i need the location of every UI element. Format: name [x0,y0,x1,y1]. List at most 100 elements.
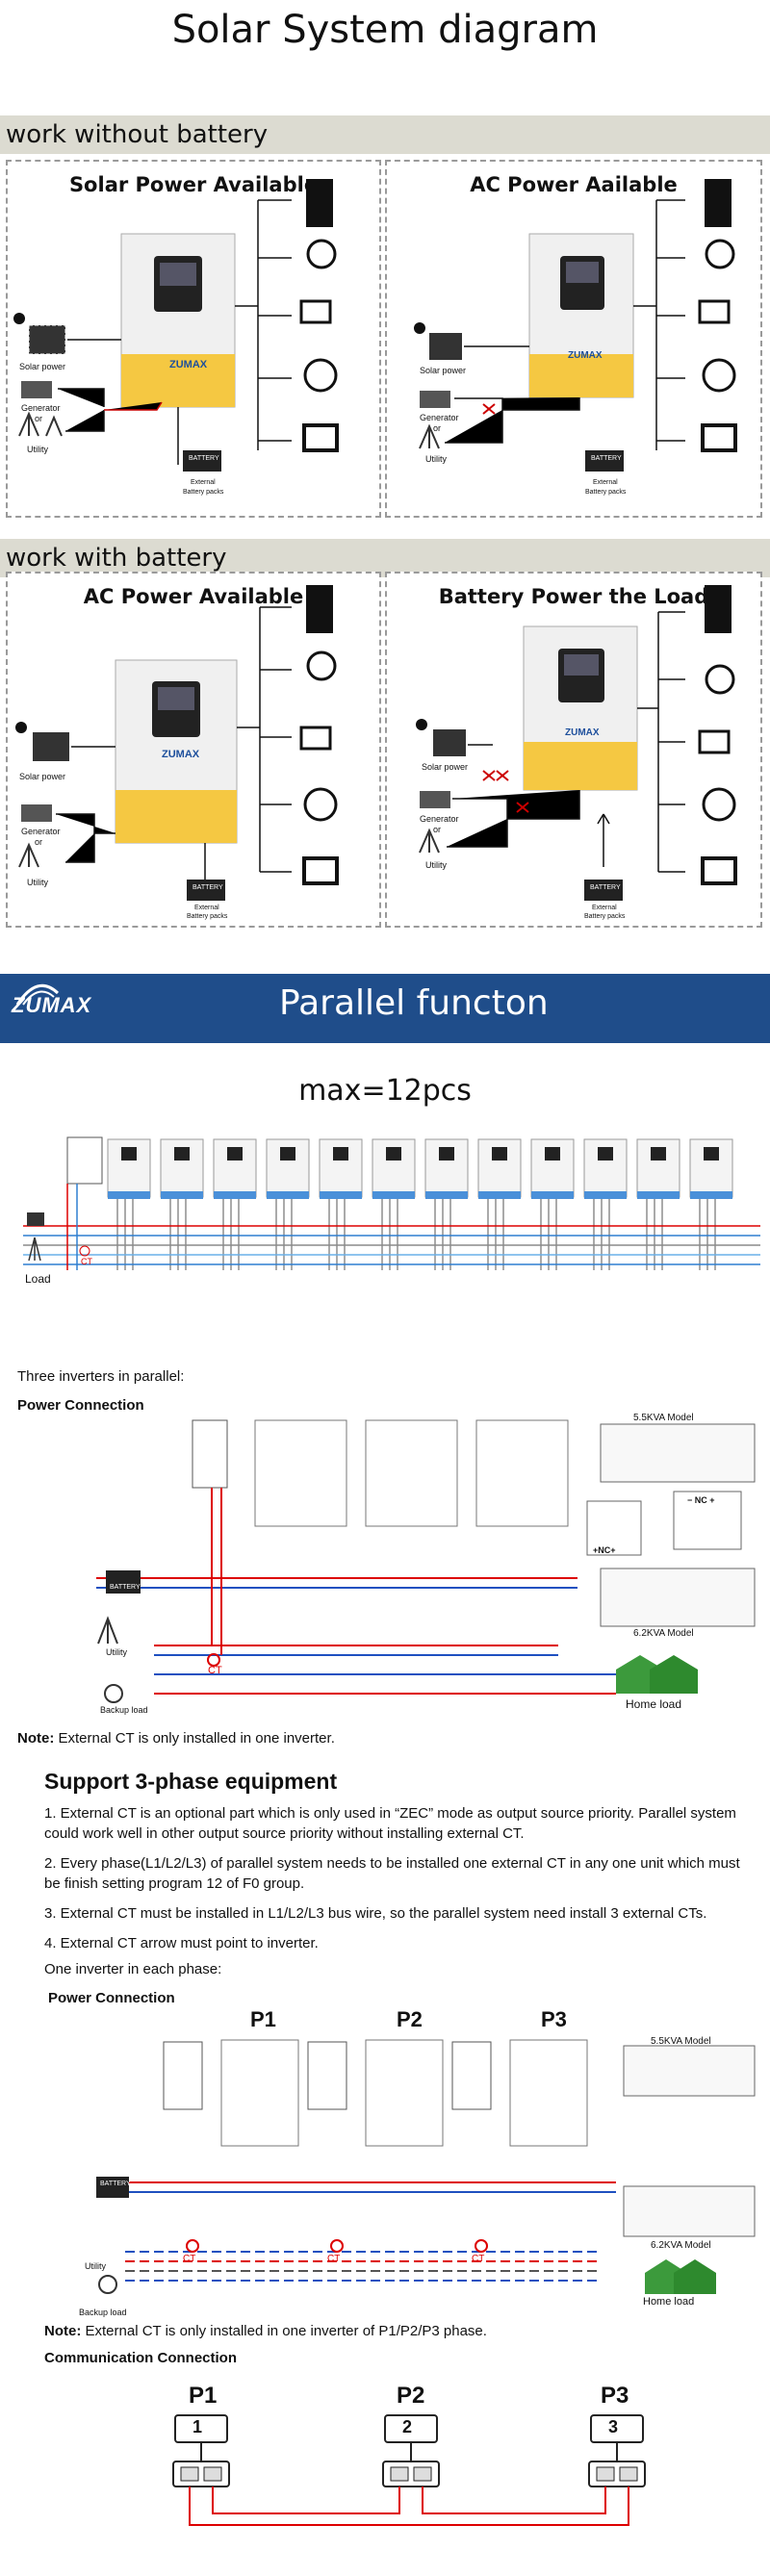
section-header-with-battery: work with battery [0,539,770,577]
parallel-inverter-base [425,1191,468,1199]
ct-label: CT [183,2254,196,2264]
parallel-inverter-wires [434,1199,451,1270]
utility-label: Utility [85,2261,106,2271]
inverter-yellow-base [121,354,235,407]
cross-icon [482,403,496,415]
nc-minus-label: − NC + [687,1495,715,1505]
parallel-inverter-display [386,1147,401,1160]
parallel-inverter-wires [699,1199,716,1270]
battery-label: BATTERY [590,884,621,891]
battery-icon [584,880,623,901]
generator-icon [420,391,450,408]
list-item: 4. External CT arrow must point to inver… [44,1935,319,1951]
parallel-inverter-wires [593,1199,610,1270]
unit-number-3: 3 [608,2417,619,2436]
panel-ac-power-available: AC Power Available Solar power Generator… [6,572,381,928]
brand-label: ZUMAX [162,749,200,760]
fridge-icon [306,179,333,227]
panel-solar-power-available: Solar Power Available Solar power Genera… [6,160,381,518]
panel-battery-power-the-load: Battery Power the Load Solar power Gener… [385,572,762,928]
inverter-3 [475,1419,569,1527]
external-label: External [191,479,216,486]
generator-label: Generator [21,403,61,413]
parallel-12-inverters-diagram [23,1136,760,1270]
tv-icon [302,423,339,452]
parallel-inverter-display [492,1147,507,1160]
ct-icon [79,1245,90,1257]
sun-icon [414,322,425,334]
battery-label: BATTERY [591,455,622,462]
generator-label: Generator [21,827,61,836]
battery-icon [106,1570,141,1594]
parallel-inverter-display [704,1147,719,1160]
phase-p1-label: P1 [250,2007,276,2031]
model-5-5kva-label: 5.5KVA Model [633,1413,694,1423]
panel-title: Solar Power Available [68,173,319,196]
load-label: Load [25,1272,51,1286]
parallel-inverter-base [372,1191,415,1199]
comm-p3-label: P3 [601,2383,629,2409]
three-phase-heading: Support 3-phase equipment [44,1769,338,1794]
parallel-inverter-wires [222,1199,240,1270]
parallel-inverter-wires [540,1199,557,1270]
three-phase-diagram [96,2039,756,2294]
panel-diagram [15,585,339,901]
parallel-banner [0,974,770,1043]
bulb-icon [98,2275,117,2294]
computer-icon [299,299,332,324]
battery-packs-label: Battery packs [584,913,626,920]
communication-connection-heading: Communication Connection [44,2350,237,2366]
utility-label: Utility [106,1647,127,1657]
parallel-inverter-base [161,1191,203,1199]
communication-diagram [172,2414,646,2526]
battery-label: BATTERY [189,455,219,462]
page-title: Solar System diagram [171,8,599,52]
bulb-icon [104,1684,123,1703]
computer-icon [698,299,731,324]
list-item: 3. External CT must be installed in L1/L… [44,1905,707,1922]
note-label: Note: [17,1730,55,1747]
utility-label: Utility [425,860,447,870]
home-load-label: Home load [626,1697,682,1711]
comm-p1-label: P1 [189,2383,218,2409]
battery-icon [585,450,624,472]
panel-title: AC Power Aailable [470,173,678,196]
brand-label: ZUMAX [169,359,208,370]
sun-icon [13,313,25,324]
parallel-inverter-display [651,1147,666,1160]
parallel-inverter-base [637,1191,680,1199]
unit-number-1: 1 [192,2417,203,2436]
fan-icon [702,787,736,822]
parallel-inverter-wires [487,1199,504,1270]
parallel-inverter-wires [275,1199,293,1270]
list-item: 2. Every phase(L1/L2/L3) of parallel sys… [44,1855,740,1892]
backup-load-label: Backup load [100,1705,148,1715]
utility-tower-icon [97,1616,118,1645]
ct-label: CT [327,2254,341,2264]
backup-load-label: Backup load [79,2308,127,2317]
utility-label: Utility [27,445,48,454]
solar-power-label: Solar power [19,772,66,781]
utility-tower-icon [18,411,63,437]
model-6-2kva-label: 6.2KVA Model [633,1628,694,1639]
utility-tower-icon [419,828,440,854]
battery-icon [183,450,221,472]
utility-tower-icon [419,423,440,449]
fridge-icon [705,585,732,633]
battery-label: BATTERY [192,884,223,891]
bulb-icon [306,650,337,681]
battery-icon [187,880,225,901]
home-icon [650,1655,698,1694]
zumax-logo: ZUMAX [12,993,92,1017]
solar-panel-icon [429,333,462,360]
max-pcs-label: max=12pcs [298,1074,472,1108]
tv-icon [701,423,737,452]
solar-panel-icon [33,732,69,761]
panel-title: Battery Power the Load [438,585,709,608]
parallel-inverter-wires [381,1199,398,1270]
three-parallel-diagram [96,1419,756,1703]
fridge-icon [306,585,333,633]
parallel-inverter-display [121,1147,137,1160]
comm-p2-label: P2 [397,2383,425,2409]
panel-ac-power-aailable: AC Power Aailable Solar power Generator … [385,160,762,518]
